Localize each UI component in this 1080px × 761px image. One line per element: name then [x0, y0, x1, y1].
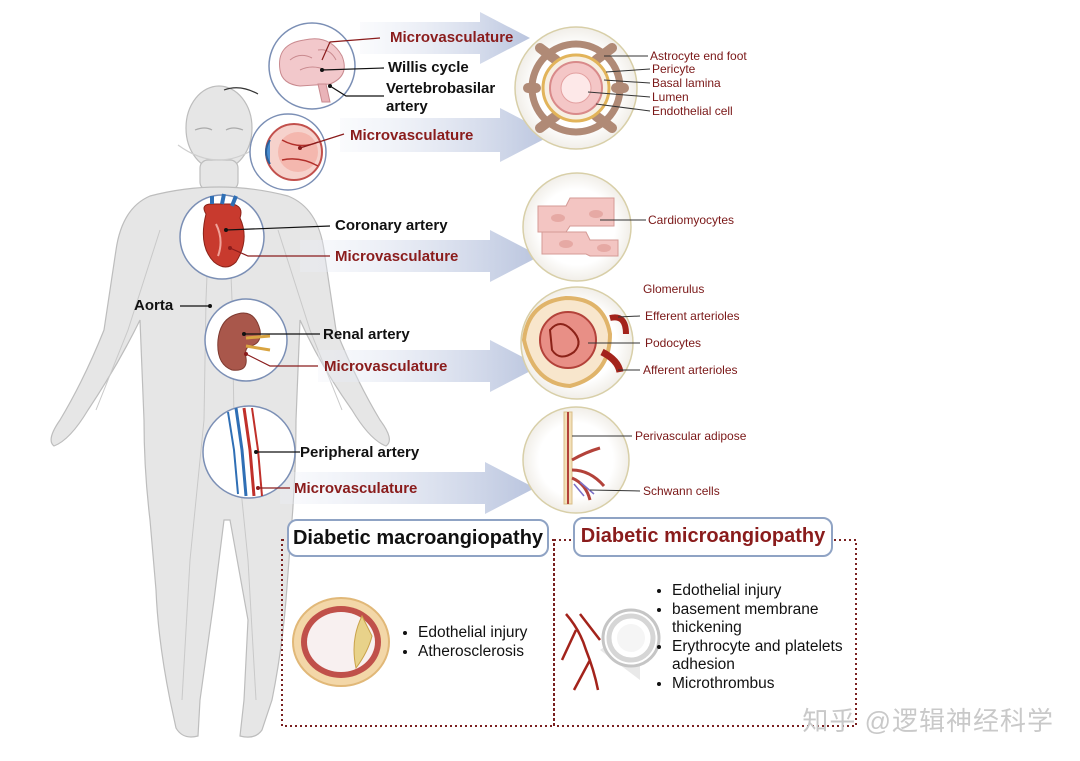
watermark: 知乎 @逻辑神经科学 [802, 706, 1054, 736]
kidney-circle [204, 298, 288, 382]
label-leaders [180, 37, 385, 489]
arrow-kidney [318, 340, 540, 392]
brain-circle [268, 22, 356, 110]
kidney-cell-circle [520, 286, 634, 400]
brain-capillary-circle [514, 26, 638, 150]
brain-microvasculature-label: Microvasculature [390, 29, 513, 46]
eye-circle [249, 113, 327, 191]
macro-bullet: Atherosclerosis [418, 643, 550, 662]
kidney-icon [217, 312, 271, 371]
peripheral-cell-circle [522, 406, 630, 514]
macroangiopathy-title: Diabetic macroangiopathy [287, 519, 549, 557]
aorta-label: Aorta [134, 297, 174, 314]
lumen-label: Lumen [652, 90, 689, 104]
vertebrobasilar-label-line1: Vertebrobasilar [386, 80, 495, 97]
peripheral-nerve-icon [563, 411, 606, 505]
pericyte-label: Pericyte [652, 62, 696, 76]
podocytes-label: Podocytes [645, 336, 701, 350]
cell-leaders [572, 55, 651, 492]
micro-bullet: Microthrombus [672, 675, 864, 694]
cardiomyocytes-icon [537, 197, 619, 257]
peripheral-microvasculature-label: Microvasculature [294, 480, 417, 497]
efferent-arterioles-label: Efferent arterioles [645, 309, 740, 323]
schwann-cells-label: Schwann cells [643, 484, 720, 498]
basal-lamina-label: Basal lamina [652, 76, 721, 90]
micro-bullet-list: Edothelial injury basement membrane thic… [654, 582, 864, 693]
leg-vessels-icon [227, 407, 263, 497]
arrow-heart [300, 230, 540, 282]
endothelial-cell-label: Endothelial cell [652, 104, 733, 118]
micro-bullet: Edothelial injury [672, 582, 864, 601]
heart-microvasculature-label: Microvasculature [335, 248, 458, 265]
kidney-microvasculature-label: Microvasculature [324, 358, 447, 375]
micro-bullet: basement membrane thickening [672, 601, 864, 638]
eye-microvasculature-label: Microvasculature [350, 127, 473, 144]
coronary-artery-label: Coronary artery [335, 217, 448, 234]
arrow-peripheral [280, 462, 535, 514]
heart-circle [179, 193, 265, 280]
macro-bullet-list: Edothelial injury Atherosclerosis [400, 624, 550, 661]
glomerulus-icon [521, 295, 629, 389]
capillary-network-icon [560, 608, 661, 691]
vertebrobasilar-label-line2: artery [386, 98, 428, 115]
arrow-brain [360, 12, 530, 64]
artery-cross-section-icon [292, 597, 390, 687]
leader-dots [208, 68, 332, 490]
microangiopathy-title: Diabetic microangiopathy [573, 517, 833, 557]
astrocyte-end-foot-label: Astrocyte end foot [650, 49, 747, 63]
micro-bullet: Erythrocyte and platelets adhesion [672, 638, 864, 675]
brain-icon [279, 38, 345, 103]
heart-icon [202, 193, 245, 268]
renal-artery-label: Renal artery [323, 326, 410, 343]
willis-cycle-label: Willis cycle [388, 59, 469, 76]
capillary-cross-section-icon [523, 40, 629, 136]
glomerulus-label: Glomerulus [643, 282, 704, 296]
pathway-arrows [280, 12, 552, 514]
macro-bullet: Edothelial injury [418, 624, 550, 643]
cardiomyocytes-label: Cardiomyocytes [648, 213, 734, 227]
heart-cell-circle [522, 172, 632, 282]
afferent-arterioles-label: Afferent arterioles [643, 363, 738, 377]
eye-icon [265, 123, 323, 181]
peripheral-artery-label: Peripheral artery [300, 444, 420, 461]
perivascular-adipose-label: Perivascular adipose [635, 429, 747, 443]
arrow-eye [340, 108, 552, 162]
